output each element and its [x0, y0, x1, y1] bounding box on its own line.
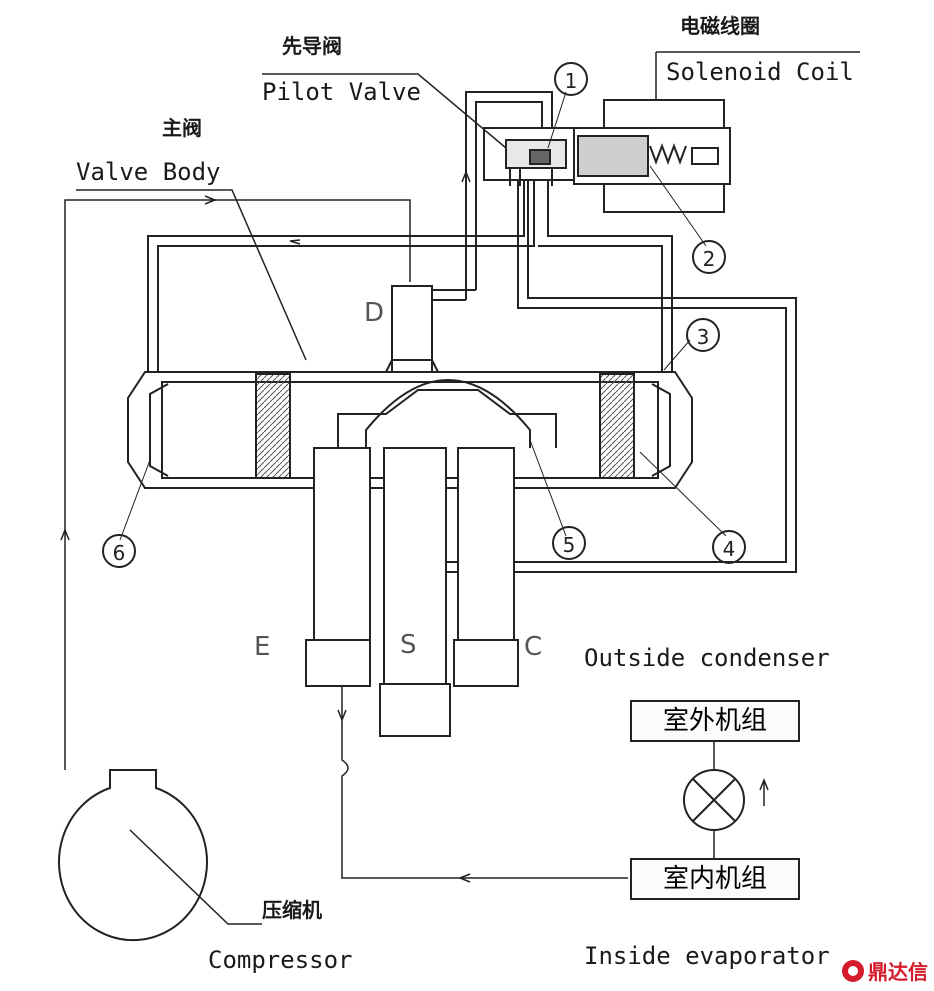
- flow-arrow: [759, 777, 769, 806]
- right-piston: [599, 373, 635, 479]
- pilot-to-d-tube: [430, 289, 476, 301]
- port-s-tube: [383, 447, 447, 699]
- port-d-label: D: [364, 298, 385, 328]
- port-d-tube: [391, 285, 433, 373]
- valve-body-label-zh: 主阀: [162, 116, 202, 140]
- flow-arrow: [60, 527, 70, 541]
- compressor: [58, 769, 208, 942]
- left-piston: [255, 373, 291, 479]
- callout-2: 2: [692, 240, 726, 274]
- flow-arrow: [289, 239, 301, 245]
- capillary-left-outer: [147, 162, 525, 372]
- slide-valve: [337, 389, 557, 448]
- compressor-label-zh: 压缩机: [262, 898, 322, 922]
- indoor-unit-box: 室内机组: [630, 858, 800, 900]
- watermark-logo: 鼎达信: [842, 956, 928, 985]
- solenoid-coil-label-en: Solenoid Coil: [666, 58, 854, 86]
- flow-arrow: [337, 709, 347, 723]
- logo-icon: [842, 959, 864, 982]
- inside-evaporator-label: Inside evaporator: [584, 942, 830, 970]
- callout-1: 1: [554, 62, 588, 96]
- port-e-label: E: [254, 632, 271, 662]
- condenser-tube-outer: [418, 162, 797, 573]
- pilot-leader: [262, 73, 507, 149]
- callout-leaders: [119, 91, 727, 541]
- plunger-spring: [649, 143, 687, 165]
- valve-body-leader: [76, 189, 307, 361]
- outside-condenser-label: Outside condenser: [584, 644, 830, 672]
- condenser-tube-inner: [418, 162, 787, 563]
- pilot-valve-label-en: Pilot Valve: [262, 78, 421, 106]
- solenoid-leader: [655, 51, 860, 100]
- callout-5: 5: [552, 526, 586, 560]
- capillary-right-outer: [547, 162, 673, 372]
- outdoor-unit-box: 室外机组: [630, 700, 800, 742]
- capillary-left-inner: [157, 162, 535, 372]
- pilot-valve-label-zh: 先导阀: [282, 34, 342, 58]
- pilot-tube-inner: [475, 101, 543, 290]
- port-s-label: S: [400, 630, 417, 660]
- compressor-leader: [129, 829, 262, 925]
- indoor-line: [341, 686, 628, 879]
- capillary-right-inner: [538, 245, 663, 372]
- watermark-text: 鼎达信: [868, 960, 928, 984]
- callout-6: 6: [102, 534, 136, 568]
- pilot-tube-outer: [465, 91, 553, 300]
- right-end-cap: [651, 383, 671, 477]
- port-c-label: C: [524, 632, 543, 662]
- callout-3: 3: [686, 318, 720, 352]
- left-end-cap: [149, 383, 169, 477]
- valve-body-label-en: Valve Body: [76, 158, 221, 186]
- flow-arrow: [457, 873, 471, 883]
- compressor-discharge-line: [64, 199, 411, 770]
- callout-4: 4: [712, 530, 746, 564]
- compressor-label-en: Compressor: [208, 946, 353, 974]
- flow-arrow: [461, 169, 471, 183]
- solenoid-coil-label-zh: 电磁线圈: [680, 14, 760, 38]
- flow-arrow: [204, 195, 218, 205]
